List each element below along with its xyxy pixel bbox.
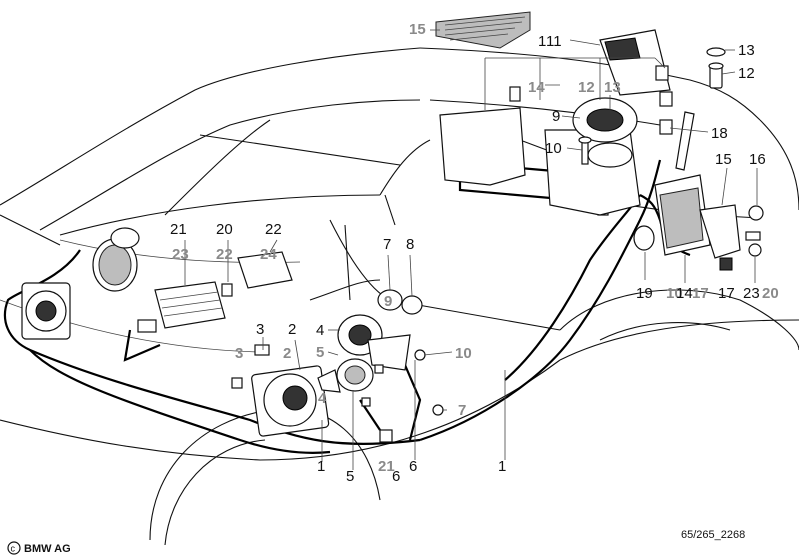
callout-12a: 12 — [738, 65, 755, 82]
callout-2a: 2 — [288, 321, 296, 338]
radio-unit — [154, 251, 293, 329]
callout-7a: 7 — [383, 236, 391, 253]
callout-9b: 9 — [384, 293, 392, 310]
callout-23a: 23 — [172, 246, 189, 263]
callout-3a: 3 — [256, 321, 264, 338]
callout-10a: 10 — [545, 140, 562, 157]
door-speaker — [231, 344, 341, 437]
callout-1b: 1 — [317, 458, 325, 475]
callout-10b: 10 — [666, 285, 683, 302]
callout-13b: 13 — [604, 79, 621, 96]
callout-3b: 3 — [235, 345, 243, 362]
callout-6b: 6 — [392, 468, 400, 485]
copyright-text: BMW AG — [24, 543, 71, 555]
callout-6a: 6 — [409, 458, 417, 475]
callout-22a: 22 — [265, 221, 282, 238]
callout-15a: 15 — [409, 21, 426, 38]
callout-20b: 20 — [762, 285, 779, 302]
callout-20a: 20 — [216, 221, 233, 238]
callout-1c: 1 — [498, 458, 506, 475]
callout-17a: 17 — [692, 285, 709, 302]
callout-2b: 2 — [283, 345, 291, 362]
callout-12b: 12 — [578, 79, 595, 96]
speaker-grille-rear — [435, 11, 531, 49]
connectors — [509, 65, 673, 216]
drawing-number: 65/265_2268 — [681, 529, 745, 541]
callout-21a: 21 — [170, 221, 187, 238]
callout-9a: 9 — [552, 108, 560, 125]
foam-strip — [675, 111, 695, 171]
callout-5b: 5 — [346, 468, 354, 485]
callout-4a: 4 — [316, 322, 324, 339]
front-speaker-left — [21, 227, 140, 340]
callout-21b: 21 — [378, 458, 395, 475]
callout-8: 8 — [406, 236, 414, 253]
callout-24: 24 — [260, 246, 277, 263]
washer-and-bolt — [706, 47, 726, 89]
callout-17b: 17 — [718, 285, 735, 302]
callout-19: 19 — [636, 285, 653, 302]
callout-14a: 14 — [528, 79, 545, 96]
callout-labels: 15 11 1 13 12 14 12 13 9 18 10 15 16 21 … — [170, 21, 779, 485]
callout-1a: 1 — [538, 33, 546, 50]
callout-13a: 13 — [738, 42, 755, 59]
callout-18: 18 — [711, 125, 728, 142]
tweeter-assembly — [336, 289, 444, 443]
callout-7b: 7 — [458, 402, 466, 419]
copyright-c-glyph: c — [11, 544, 16, 554]
callout-22b: 22 — [216, 246, 233, 263]
callout-14b: 14 — [676, 285, 693, 302]
dash-connector — [137, 319, 157, 333]
callout-11: 11 — [546, 33, 562, 50]
callout-16: 16 — [749, 151, 766, 168]
callout-10c: 10 — [455, 345, 472, 362]
copyright-icon — [7, 541, 21, 555]
leader-lines — [184, 29, 758, 470]
amplifier-unit — [633, 174, 764, 271]
footer: c BMW AG 65/265_2268 — [7, 529, 745, 555]
callout-15b: 15 — [715, 151, 732, 168]
callout-23b: 23 — [743, 285, 760, 302]
callout-5a: 5 — [316, 344, 324, 361]
callout-4b: 4 — [318, 390, 327, 407]
rear-speaker-boxes — [439, 97, 641, 216]
